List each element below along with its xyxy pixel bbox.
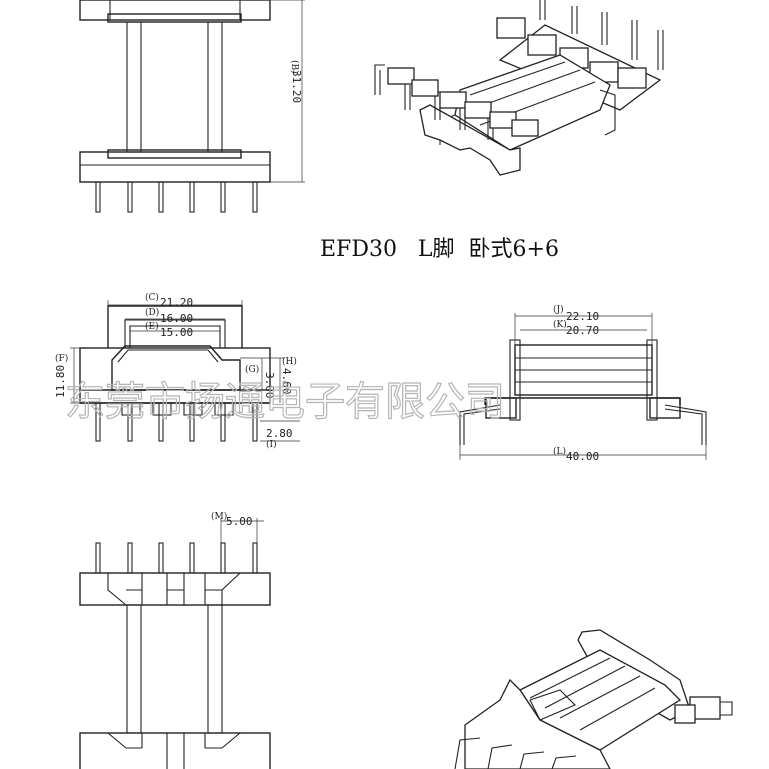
dim-b-value: 31.20 bbox=[290, 70, 303, 103]
dim-m-value: 5.00 bbox=[226, 515, 253, 528]
dim-i-tag: (I) bbox=[266, 439, 277, 450]
isometric-view-bottom bbox=[454, 629, 733, 769]
top-view: (B) 31.20 bbox=[79, 0, 305, 213]
dim-f-tag: (F) bbox=[55, 353, 68, 364]
dim-g-value: 3.00 bbox=[263, 372, 276, 399]
front-view: (C) 21.20 (D) 16.00 (E) 15.00 (F) 11.80 … bbox=[54, 292, 300, 450]
dim-h-tag: (H) bbox=[282, 356, 297, 367]
dim-d-tag: (D) bbox=[145, 307, 159, 318]
dim-g-tag: (G) bbox=[245, 364, 259, 375]
dim-d-value: 16.00 bbox=[160, 312, 193, 325]
dim-c-tag: (C) bbox=[145, 292, 159, 303]
dim-k-tag: (K) bbox=[553, 319, 567, 330]
dim-h-value: 4.60 bbox=[280, 368, 293, 395]
dim-i-value: 2.80 bbox=[266, 427, 293, 440]
dim-b-tag: (B) bbox=[289, 60, 300, 74]
front-view-pins bbox=[95, 402, 258, 442]
dim-e-tag: (E) bbox=[145, 321, 159, 332]
dim-j-tag: (J) bbox=[553, 304, 564, 315]
isometric-view-top bbox=[374, 0, 664, 176]
top-view-pins bbox=[95, 181, 258, 213]
dim-k-value: 20.70 bbox=[566, 324, 599, 337]
bottom-view-pins bbox=[95, 542, 258, 574]
bottom-view: (M) 5.00 bbox=[79, 511, 271, 769]
dim-f-value: 11.80 bbox=[54, 365, 67, 398]
watermark: 东莞市扬通电子有限公司 bbox=[65, 379, 505, 425]
side-view: (J) 22.10 (K) 20.70 (L) 40.00 bbox=[459, 304, 707, 463]
dim-m-tag: (M) bbox=[211, 511, 227, 522]
dim-l-value: 40.00 bbox=[566, 450, 599, 463]
dim-l-tag: (L) bbox=[553, 446, 566, 457]
drawing-title: EFD30 L脚 卧式6+6 bbox=[320, 237, 559, 262]
dim-c-value: 21.20 bbox=[160, 296, 193, 309]
dim-j-value: 22.10 bbox=[566, 310, 599, 323]
dim-e-value: 15.00 bbox=[160, 326, 193, 339]
